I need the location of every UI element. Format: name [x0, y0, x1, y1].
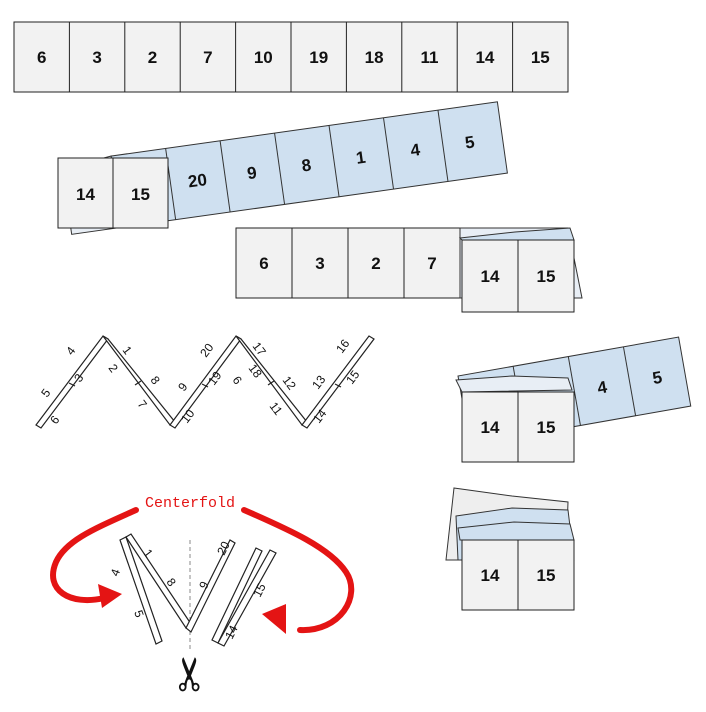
top-strip-panel-4: 7	[203, 48, 212, 67]
zigzag-label-18: 18	[246, 361, 265, 380]
fold-step-1-back-panel-4: 1	[355, 148, 367, 168]
stack-step-2: 14 15	[445, 487, 575, 611]
stack-step-2-front-panel-1: 14	[481, 566, 500, 585]
fold-step-1-back-panel-5: 4	[409, 140, 422, 160]
centerfold-diagram: Centerfold 1 4 8 5 20 9 15 14 ✂	[50, 495, 355, 694]
top-strip-dividers	[68, 22, 514, 92]
top-strip-panel-10: 15	[531, 48, 550, 67]
centerfold-arrows	[50, 507, 355, 634]
fold-step-2-panel-4: 7	[427, 254, 436, 273]
fold-step-1-front-panel-2: 15	[131, 185, 150, 204]
top-strip-panel-8: 11	[421, 48, 439, 67]
centerfold-left-label-5: 5	[131, 608, 147, 619]
top-strip-panel-7: 18	[365, 48, 384, 67]
centerfold-label: Centerfold	[145, 495, 235, 512]
fold-step-1-back-panel-6: 5	[464, 132, 476, 152]
right-fold-arrowhead	[262, 604, 286, 634]
zigzag-label-20: 20	[197, 340, 216, 359]
zigzag-label-6b: 6	[47, 413, 62, 427]
centerfold-right-label-15: 15	[250, 581, 269, 600]
fold-step-1: 20 9 8 1 4 5 14 15	[57, 101, 508, 235]
top-strip: 6 3 2 7 10 19 18 11 14 15	[13, 21, 569, 93]
zigzag-label-4: 4	[63, 344, 78, 358]
stack-step-1-back-panel-1: 4	[596, 377, 609, 397]
stack-step-2-front-panel-2: 15	[537, 566, 556, 585]
zigzag-label-16: 16	[333, 336, 352, 355]
zigzag-label-19: 19	[205, 368, 224, 387]
zigzag-label-12: 12	[280, 373, 299, 392]
fold-step-2-folded-panel-1: 14	[481, 267, 500, 286]
top-strip-panel-5: 10	[254, 48, 273, 67]
stack-step-1: 4 5 14 15	[455, 336, 692, 463]
zigzag-accordion: 4 1 20 17 16 5 3 2 8 9 19 6 18 12 13 15 …	[35, 335, 375, 429]
zigzag-label-13: 13	[309, 372, 328, 391]
scissors-icon: ✂	[163, 655, 217, 694]
zigzag-label-5: 5	[38, 386, 53, 400]
top-strip-panel-1: 6	[37, 48, 46, 67]
centerfold-strips	[119, 533, 277, 647]
top-strip-panel-9: 14	[475, 48, 494, 67]
top-strip-panel-6: 19	[309, 48, 328, 67]
fold-step-2-panel-3: 2	[371, 254, 380, 273]
centerfold-left-label-4: 4	[108, 567, 124, 578]
stack-step-1-front-panel-2: 15	[537, 418, 556, 437]
right-fold-arrow	[241, 507, 355, 634]
fold-step-2-panel-1: 6	[259, 254, 268, 273]
stack-step-1-back-panel-2: 5	[651, 368, 664, 388]
zigzag-label-7: 7	[135, 397, 150, 411]
zigzag-label-2: 2	[106, 361, 121, 375]
left-fold-arrowhead	[98, 584, 122, 608]
zigzag-label-9: 9	[175, 380, 190, 394]
zigzag-label-8: 8	[148, 373, 163, 387]
fold-step-2-folded-panel-2: 15	[537, 267, 556, 286]
zigzag-label-11: 11	[267, 399, 286, 418]
fold-step-1-back-panel-1: 20	[187, 170, 208, 191]
stack-step-1-front-panel-1: 14	[481, 418, 500, 437]
top-strip-panel-2: 3	[92, 48, 101, 67]
centerfold-right-label-20: 20	[214, 539, 233, 558]
centerfold-right-label-14: 14	[222, 623, 241, 642]
fold-step-1-back-panel-2: 9	[246, 163, 258, 183]
left-fold-arrow	[50, 507, 139, 604]
top-strip-panel-3: 2	[148, 48, 157, 67]
fold-step-2-panel-2: 3	[315, 254, 324, 273]
fold-step-1-back-panel-3: 8	[300, 155, 312, 175]
zigzag-label-6: 6	[230, 373, 245, 387]
fold-step-1-front-panel-1: 14	[76, 185, 95, 204]
fold-step-2: 6 3 2 7 14 15	[235, 227, 583, 313]
